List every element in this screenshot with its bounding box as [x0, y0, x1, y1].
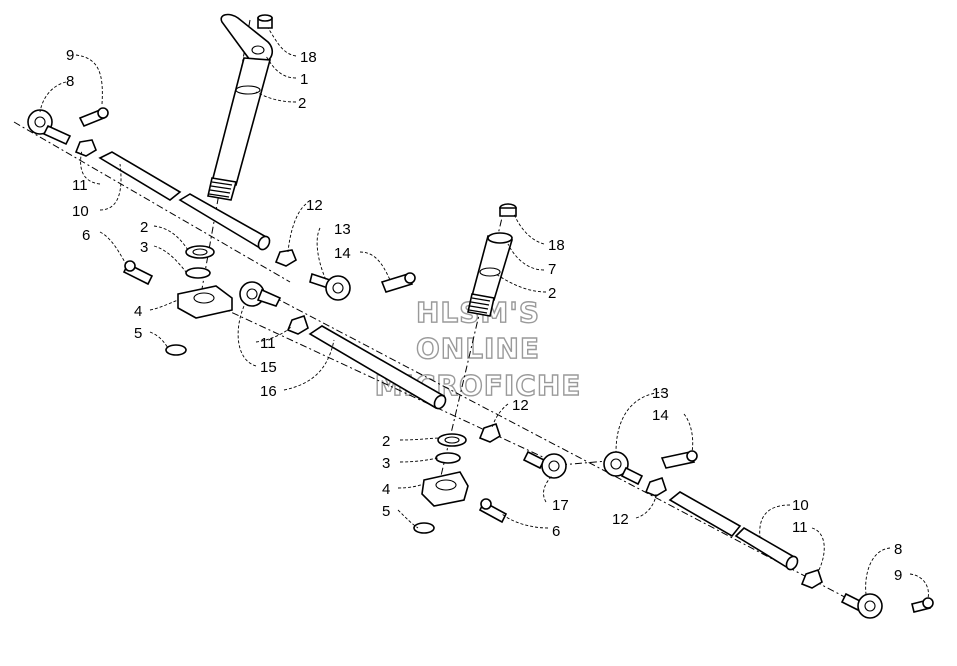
callout-2-upper: 2	[298, 95, 306, 112]
callout-18-upper: 18	[300, 49, 317, 66]
arm-assembly-lower	[413, 433, 567, 534]
callout-2-arm-upper: 2	[140, 219, 148, 236]
callout-numbers: 9 8 18 1 2 11 10 12 13 14 6 2 3 4 5 11 1…	[66, 47, 902, 584]
callout-3-lower: 3	[382, 455, 390, 472]
callout-10-right: 10	[792, 497, 809, 514]
callout-17: 17	[552, 497, 569, 514]
steering-post-lower	[467, 203, 517, 317]
tie-rod-right	[603, 450, 934, 619]
callout-11-left: 11	[72, 177, 88, 194]
callout-2-arm-lower: 2	[382, 433, 390, 450]
callout-8-right: 8	[894, 541, 902, 558]
callout-6-upper: 6	[82, 227, 90, 244]
callout-14-upper: 14	[334, 245, 351, 262]
callout-12-upper: 12	[306, 197, 323, 214]
callout-3-upper: 3	[140, 239, 148, 256]
callout-13-lower: 13	[652, 385, 669, 402]
leader-lines	[39, 27, 929, 599]
callout-7: 7	[548, 261, 556, 278]
callout-1: 1	[300, 71, 308, 88]
callout-14-lower: 14	[652, 407, 669, 424]
callout-11-mid: 11	[260, 335, 276, 352]
callout-16: 16	[260, 383, 277, 400]
callout-10-left: 10	[72, 203, 89, 220]
callout-13-upper: 13	[334, 221, 351, 238]
callout-9-left: 9	[66, 47, 74, 64]
steering-post-upper	[207, 13, 274, 201]
callout-12-lower: 12	[612, 511, 629, 528]
tie-rod-left	[27, 107, 416, 301]
arm-assembly-upper	[122, 245, 501, 443]
callout-5-lower: 5	[382, 503, 390, 520]
callout-9-right: 9	[894, 567, 902, 584]
callout-6-lower: 6	[552, 523, 560, 540]
callout-11-right: 11	[792, 519, 808, 536]
callout-2-lower: 2	[548, 285, 556, 302]
callout-4-upper: 4	[134, 303, 142, 320]
callout-12-mid: 12	[512, 397, 529, 414]
callout-15: 15	[260, 359, 277, 376]
callout-4-lower: 4	[382, 481, 390, 498]
watermark-line-2: ONLINE	[416, 332, 540, 365]
callout-8-left: 8	[66, 73, 74, 90]
callout-5-upper: 5	[134, 325, 142, 342]
callout-18-lower: 18	[548, 237, 565, 254]
